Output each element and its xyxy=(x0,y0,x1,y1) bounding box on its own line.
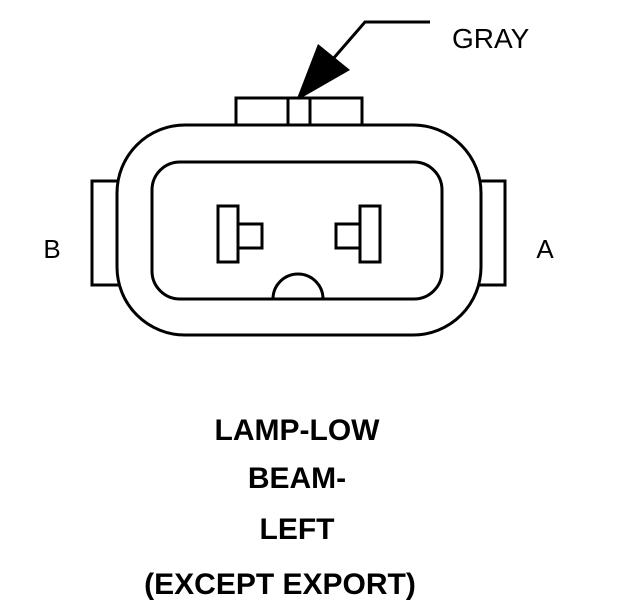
terminal-a-blade xyxy=(358,204,382,264)
wire-color-label: GRAY xyxy=(452,23,530,54)
connector-body xyxy=(90,96,507,337)
pin-label-b: B xyxy=(43,234,60,264)
title-line-2: BEAM- xyxy=(248,462,346,495)
pin-label-a: A xyxy=(536,234,554,264)
subtitle: (EXCEPT EXPORT) xyxy=(144,568,416,600)
gray-wire-callout xyxy=(296,20,430,101)
terminal-b-blade xyxy=(216,204,240,264)
title-line-1: LAMP-LOW xyxy=(215,414,381,447)
callout-arrowhead xyxy=(296,44,350,101)
polarizing-key xyxy=(271,272,325,301)
title-line-3: LEFT xyxy=(260,513,335,546)
terminal-a-tab xyxy=(334,222,362,250)
terminal-b-tab xyxy=(236,222,264,250)
